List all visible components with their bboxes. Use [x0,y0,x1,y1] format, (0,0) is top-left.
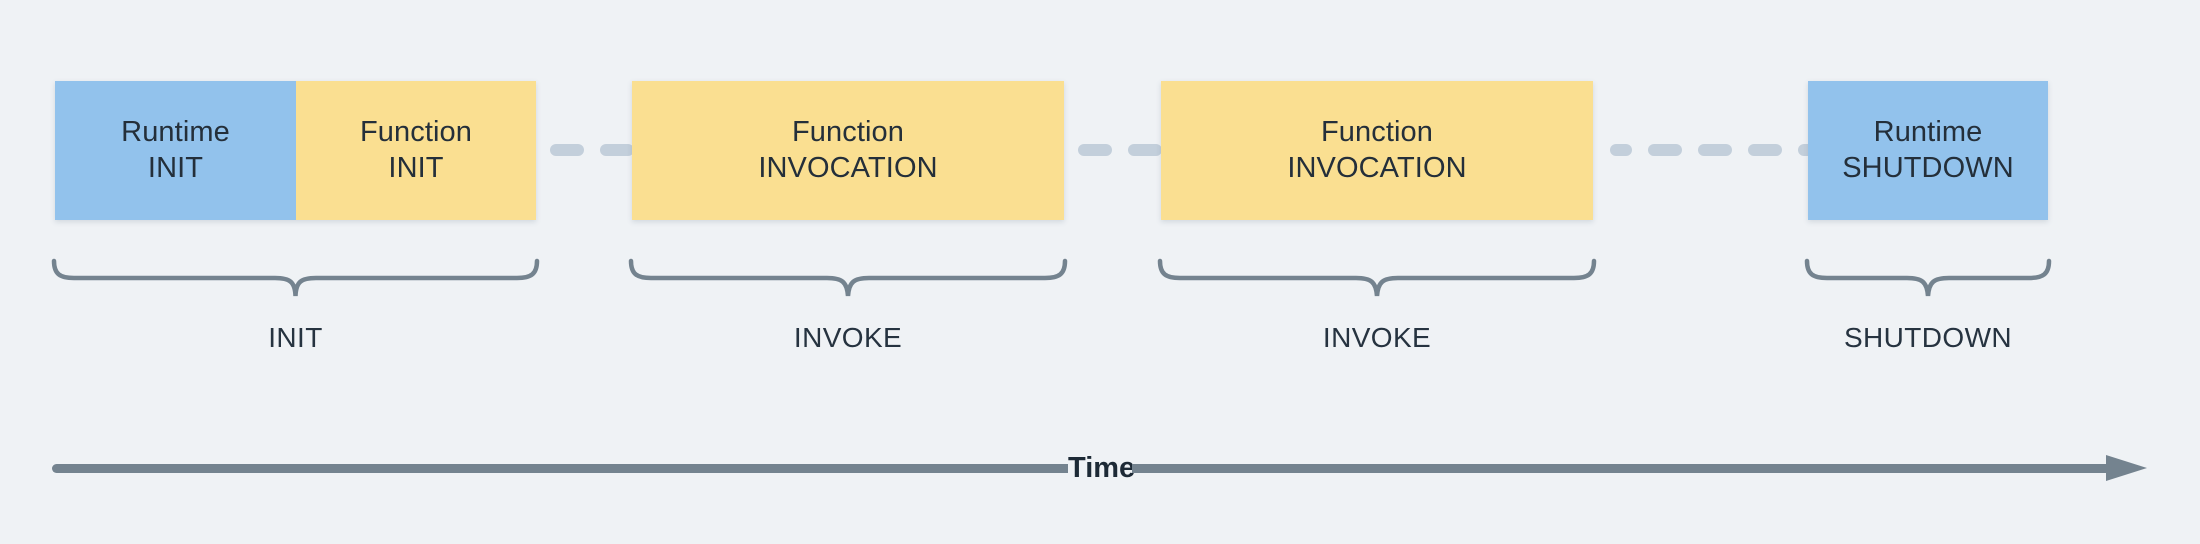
arrow-head-icon [2106,455,2147,481]
dash-segment [1128,144,1162,156]
lifecycle-block-init: Runtime INIT Function INIT [55,81,536,220]
brace-init [50,258,541,300]
segment-owner-label: Function [359,116,473,149]
block-segment-function-init: Function INIT [296,81,536,220]
curly-brace-icon [51,258,540,297]
block-segment-runtime-shutdown: Runtime SHUTDOWN [1808,81,2048,220]
phase-label-invoke-2: INVOKE [1322,322,1432,353]
time-axis: Time [0,440,2200,500]
curly-brace-icon [628,258,1068,297]
phase-label-init: INIT [268,322,323,353]
dash-segment [550,144,584,156]
dash-segment [1610,144,1632,156]
connector-invoke-2-to-shutdown [1610,143,1820,157]
dash-segment [1748,144,1782,156]
brace-shutdown [1803,258,2053,300]
segment-stage-label: INVOCATION [758,151,938,184]
segment-stage-label: INIT [147,151,204,184]
segment-owner-label: Function [1320,116,1434,149]
connector-invoke-1-to-invoke-2 [1078,143,1162,157]
brace-invoke-2 [1156,258,1598,300]
curly-brace-icon [1804,258,2052,297]
dash-segment [600,144,634,156]
segment-owner-label: Function [791,116,905,149]
block-segment-runtime-init: Runtime INIT [55,81,296,220]
phase-label-shutdown: SHUTDOWN [1843,322,2013,353]
time-axis-label: Time [1068,452,1136,484]
lifecycle-block-invoke-2: Function INVOCATION [1161,81,1593,220]
dash-segment [1698,144,1732,156]
connector-init-to-invoke-1 [550,143,634,157]
block-segment-function-invocation: Function INVOCATION [1161,81,1593,220]
segment-stage-label: INIT [388,151,444,184]
segment-stage-label: INVOCATION [1287,151,1467,184]
block-segment-function-invocation: Function INVOCATION [632,81,1064,220]
lifecycle-block-invoke-1: Function INVOCATION [632,81,1064,220]
lifecycle-block-shutdown: Runtime SHUTDOWN [1808,81,2048,220]
segment-stage-label: SHUTDOWN [1842,151,2014,184]
phase-label-invoke-1: INVOKE [793,322,903,353]
axis-line-right [1132,464,2110,473]
curly-brace-icon [1157,258,1597,297]
dash-segment [1078,144,1112,156]
dash-segment [1648,144,1682,156]
segment-owner-label: Runtime [1873,116,1983,149]
segment-owner-label: Runtime [121,116,230,149]
axis-line-left [52,464,1068,473]
brace-invoke-1 [627,258,1069,300]
